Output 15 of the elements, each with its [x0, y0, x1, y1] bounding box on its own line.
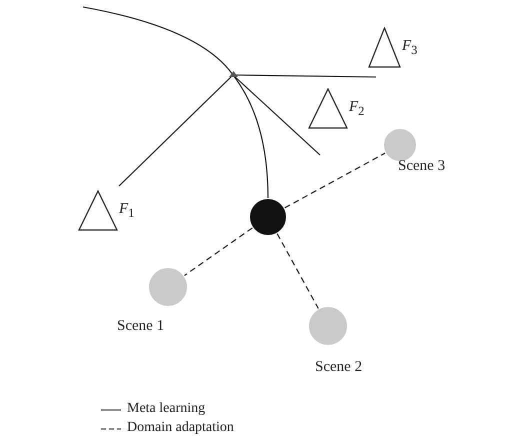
legend-label: Meta learning	[127, 401, 206, 417]
dashed-line	[284, 152, 386, 208]
legend-label: Domain adaptation	[127, 420, 234, 436]
dashed-line	[184, 227, 253, 276]
scene-label: Scene 3	[398, 158, 446, 174]
scene-label: Scene 2	[315, 359, 362, 375]
symbol-label: F$_{3}$	[402, 38, 418, 58]
symbol-label: F$_{1}$	[119, 200, 134, 220]
line	[118, 74, 234, 186]
line	[82, 6, 234, 76]
line	[232, 74, 269, 198]
symbol-label: F$_{2}$	[349, 98, 364, 118]
scene-label: Scene 1	[117, 318, 164, 334]
line	[232, 74, 320, 156]
dashed-line	[276, 233, 319, 309]
